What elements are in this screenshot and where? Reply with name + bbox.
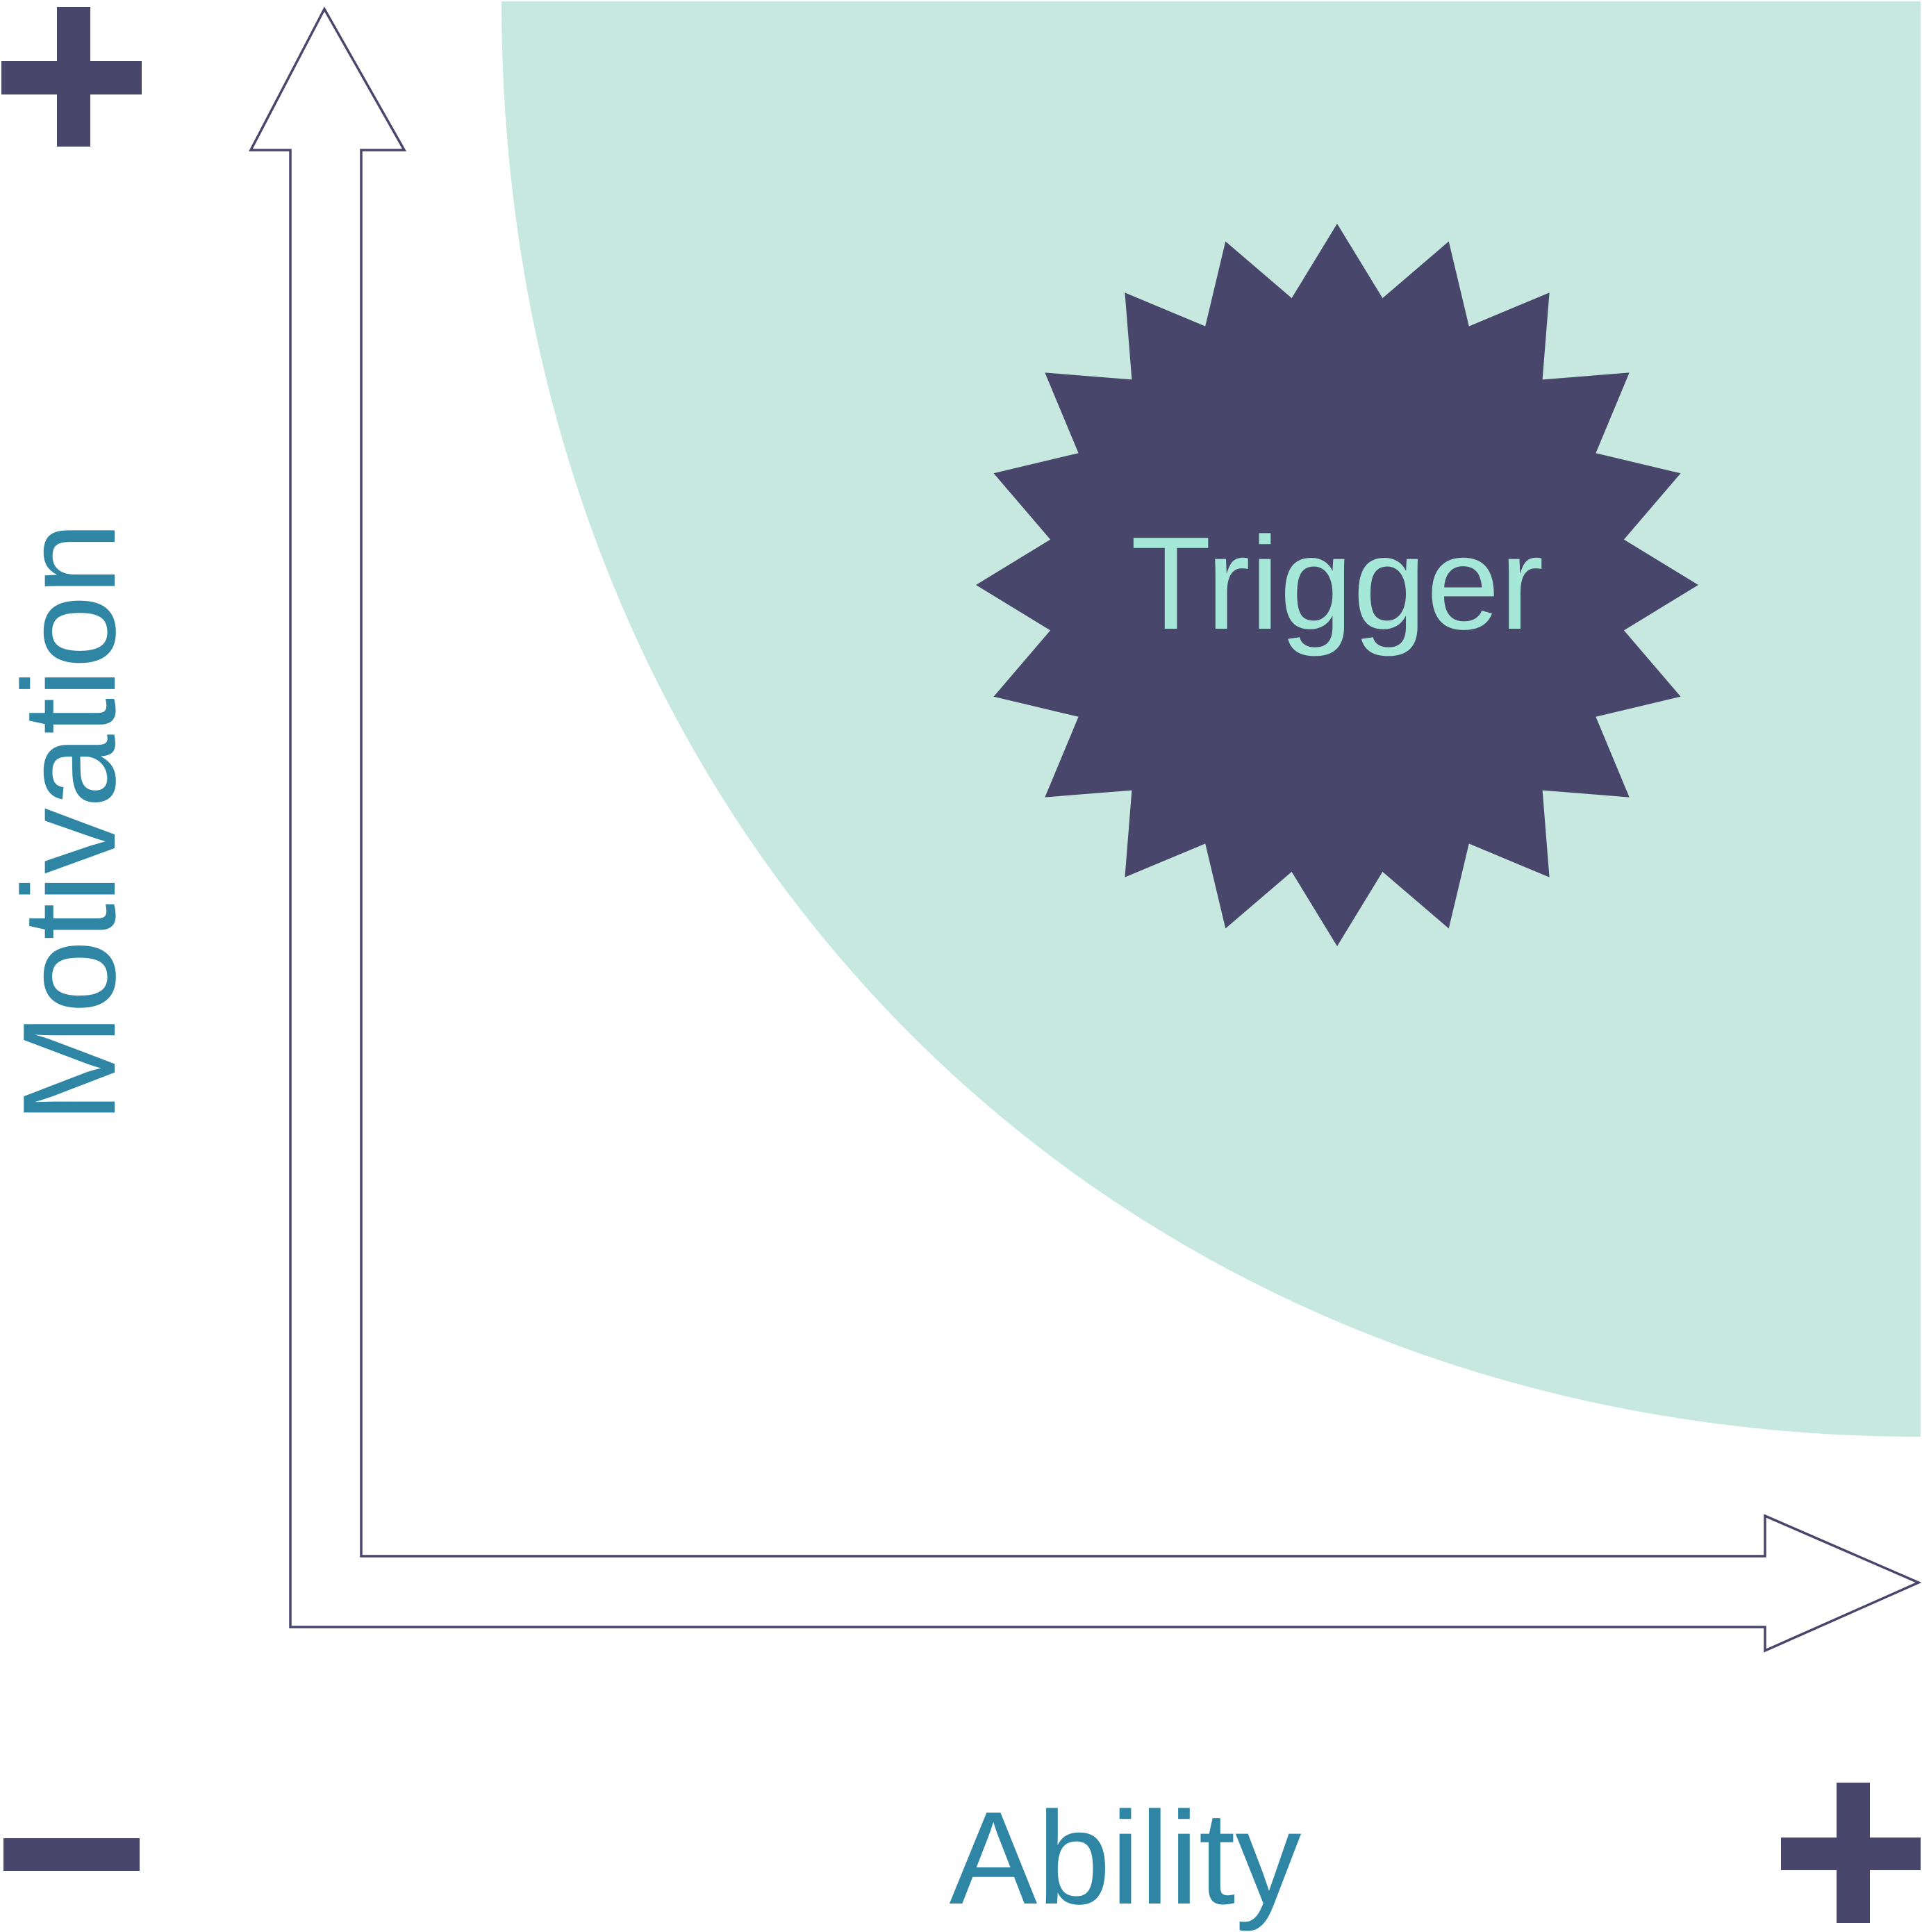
motivation-axis-arrow — [249, 6, 1922, 1653]
trigger-starburst — [976, 224, 1698, 946]
plus-icon — [1, 7, 142, 147]
x-axis-label: Ability — [950, 1785, 1302, 1932]
trigger-label: Trigger — [1131, 510, 1544, 657]
minus-icon — [3, 1838, 140, 1871]
plus-icon — [1781, 1783, 1921, 1923]
y-axis-label: Motivation — [0, 522, 143, 1123]
